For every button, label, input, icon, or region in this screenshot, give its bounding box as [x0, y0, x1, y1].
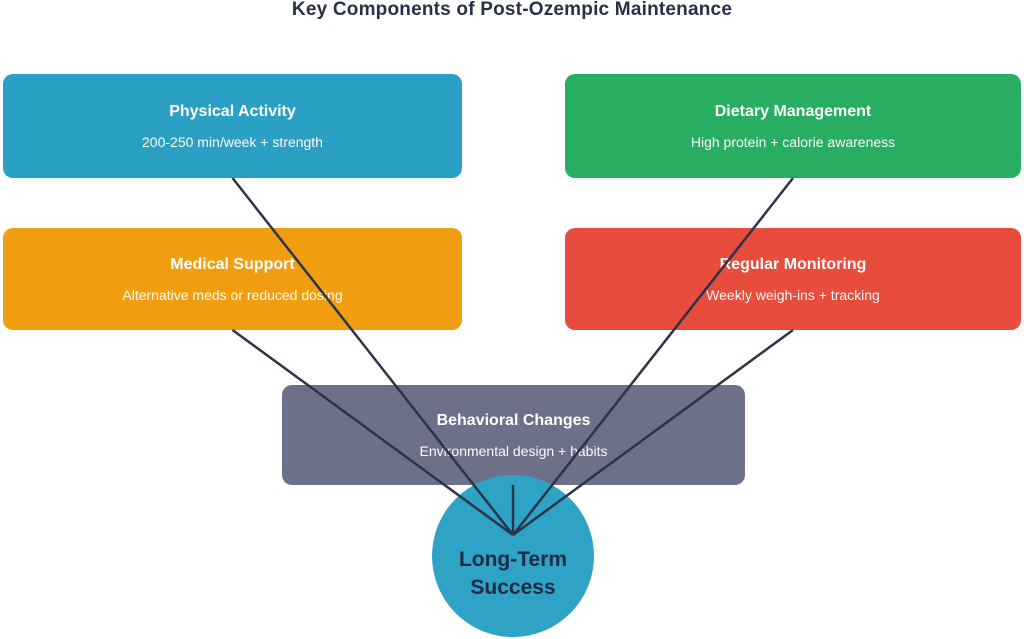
- node-regular-monitoring: Regular Monitoring Weekly weigh-ins + tr…: [565, 228, 1021, 330]
- node-regular-monitoring-detail: Weekly weigh-ins + tracking: [706, 287, 880, 303]
- node-regular-monitoring-label: Regular Monitoring: [719, 256, 867, 273]
- node-behavioral-changes-detail: Environmental design + habits: [419, 443, 608, 459]
- node-physical-activity-detail: 200-250 min/week + strength: [142, 134, 323, 150]
- node-dietary-management: Dietary Management High protein + calori…: [565, 74, 1021, 178]
- node-physical-activity: Physical Activity 200-250 min/week + str…: [3, 74, 462, 178]
- node-medical-support-detail: Alternative meds or reduced dosing: [122, 287, 343, 303]
- node-behavioral-changes-label: Behavioral Changes: [436, 412, 591, 429]
- goal-label-line2: Success: [470, 576, 556, 599]
- node-physical-activity-label: Physical Activity: [169, 103, 296, 120]
- node-medical-support-label: Medical Support: [170, 256, 295, 273]
- node-behavioral-changes: Behavioral Changes Environmental design …: [282, 385, 745, 485]
- node-medical-support: Medical Support Alternative meds or redu…: [3, 228, 462, 330]
- node-dietary-management-detail: High protein + calorie awareness: [690, 134, 896, 150]
- node-long-term-success: Long-Term Success: [432, 475, 594, 637]
- node-dietary-management-label: Dietary Management: [714, 103, 872, 120]
- diagram-title: Key Components of Post-Ozempic Maintenan…: [291, 0, 733, 20]
- goal-label-line1: Long-Term: [458, 548, 568, 571]
